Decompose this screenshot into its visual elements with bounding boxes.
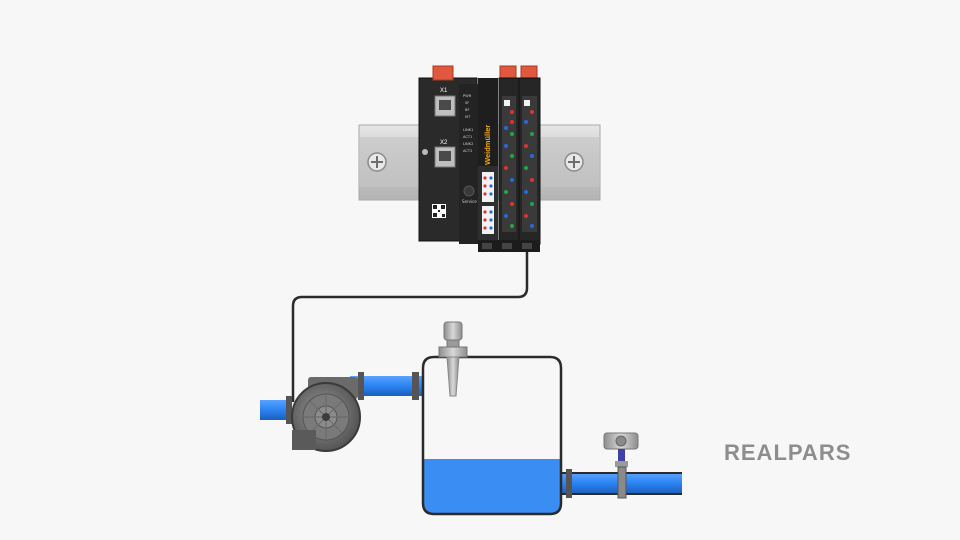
svg-text:Weidmüller: Weidmüller xyxy=(483,125,492,165)
svg-text:ACT1: ACT1 xyxy=(463,135,472,139)
terminal-block xyxy=(482,172,494,234)
pump-icon xyxy=(291,377,361,452)
svg-text:MT: MT xyxy=(465,115,471,119)
svg-text:LINK2: LINK2 xyxy=(463,142,473,146)
svg-text:Service X3: Service X3 xyxy=(462,199,484,204)
remote-io-module: X1 X2 PWR SF BF MT LINK1 ACT1 LI xyxy=(418,65,541,252)
ethernet-port-x2: X2 xyxy=(434,140,456,168)
led-labels: PWR SF BF MT LINK1 ACT1 LINK2 ACT2 xyxy=(463,94,473,153)
inlet-pipe xyxy=(260,396,292,424)
flow-sensor-icon xyxy=(603,432,639,499)
svg-text:X2: X2 xyxy=(440,140,448,146)
io-slice-2 xyxy=(518,65,541,245)
signal-cable xyxy=(291,252,529,402)
svg-text:PWR: PWR xyxy=(463,94,472,98)
storage-tank xyxy=(421,355,563,516)
svg-text:LINK1: LINK1 xyxy=(463,128,473,132)
qr-code xyxy=(432,204,446,218)
io-slice-1 xyxy=(498,65,520,245)
svg-text:SF: SF xyxy=(465,101,469,105)
realpars-logo: REALPARS xyxy=(724,440,852,465)
brand-strip: Weidmüller xyxy=(478,78,498,172)
svg-text:X1: X1 xyxy=(440,88,448,94)
pump-to-tank-pipe xyxy=(350,372,422,400)
service-port: Service X3 xyxy=(462,185,484,204)
screw-icon xyxy=(367,152,387,172)
svg-text:BF: BF xyxy=(465,108,470,112)
radar-level-sensor-icon xyxy=(438,321,468,397)
screw-icon xyxy=(564,152,584,172)
svg-text:ACT2: ACT2 xyxy=(463,149,472,153)
ethernet-port-x1: X1 xyxy=(434,88,456,117)
